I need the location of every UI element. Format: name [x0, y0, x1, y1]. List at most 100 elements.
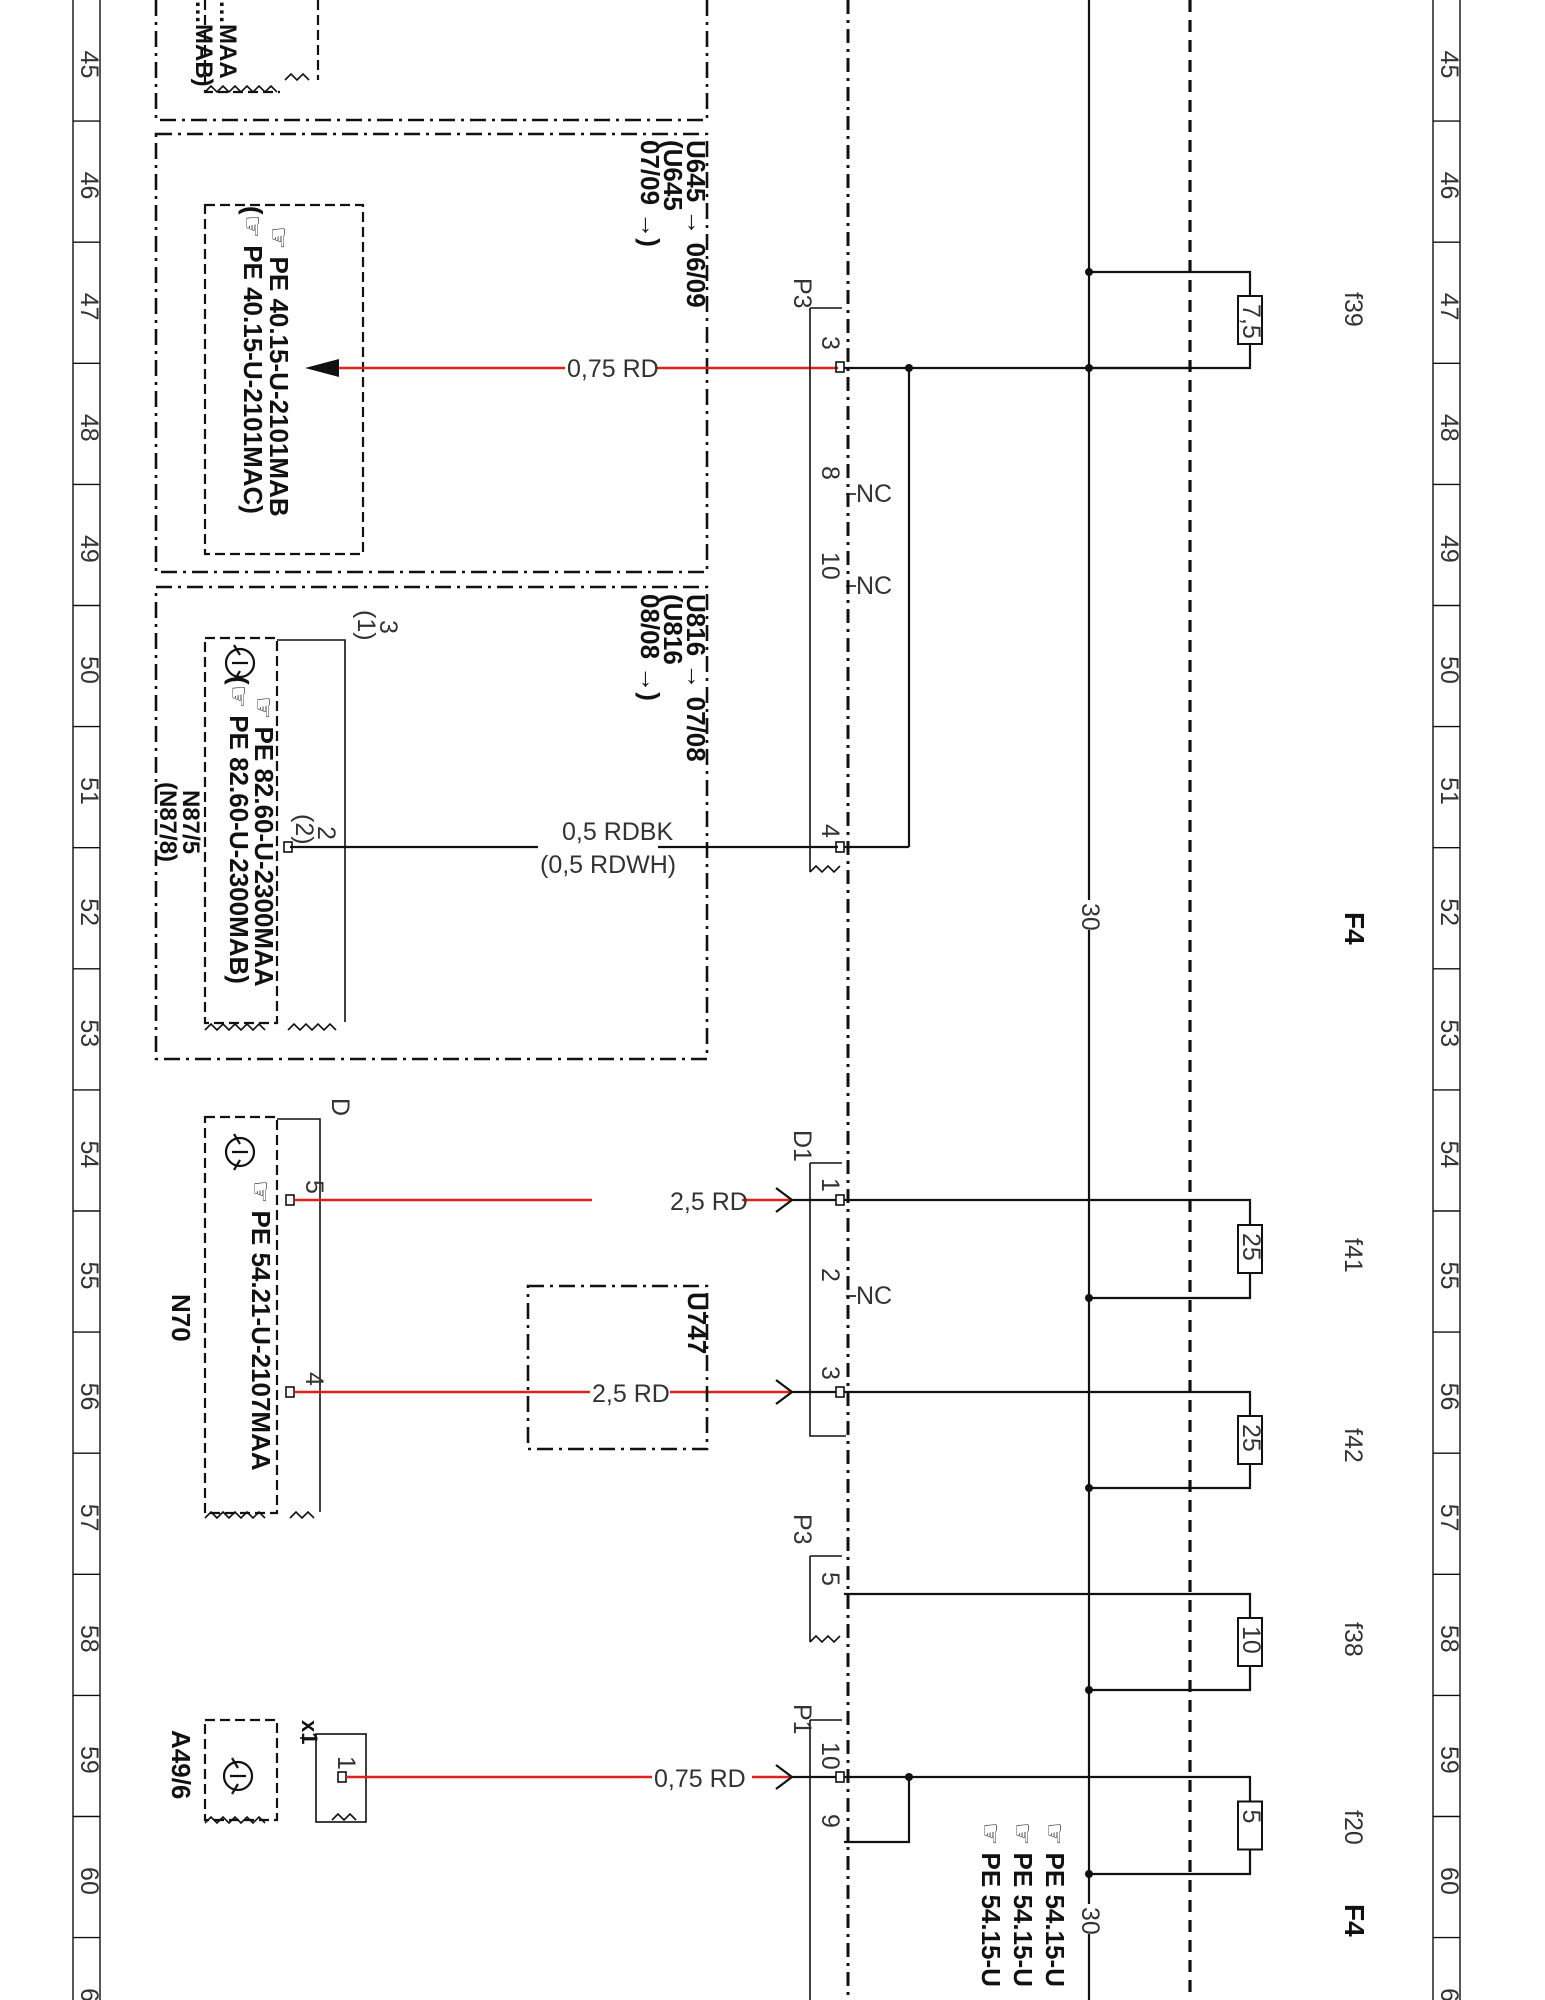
pe-8260-b: (☞ PE 82.60-U-2300MAB) — [224, 676, 254, 984]
nc-pin8: NC — [856, 480, 892, 508]
fuse-f41-label: f41 — [1339, 1238, 1367, 1273]
fuse-f20-label: f20 — [1339, 1810, 1367, 1845]
fuse-f39: 7,5 — [1085, 270, 1265, 372]
pin-10-p3: 10 — [816, 552, 844, 580]
pin-9-p1: 9 — [816, 1814, 844, 1828]
n70-label: N70 — [166, 1294, 196, 1342]
p3-label-bottom: P3 — [788, 1514, 816, 1545]
pin-2b-n87: (2) — [290, 814, 318, 845]
bus-30-label-b: 30 — [1076, 1907, 1104, 1935]
fuse-f42: 25 — [1085, 1390, 1265, 1492]
pe-4015-a: ☞ PE 40.15-U-2101MAB — [264, 226, 294, 517]
grid-row-label: 60 — [75, 1867, 103, 1895]
fuse-box-f4-label-b: F4 — [1339, 1904, 1370, 1937]
n87-label-b: (N87/8) — [154, 782, 181, 862]
fuse-f42-label: f42 — [1339, 1428, 1367, 1463]
pin-1-x1: 1 — [332, 1756, 360, 1770]
grid-row-label: 49 — [75, 535, 103, 563]
pin-2-d1: 2 — [816, 1268, 844, 1282]
top-module-label-2: …MAB) — [190, 0, 217, 87]
pe-5421: ☞ PE 54.21-U-2107MAA — [246, 1180, 276, 1471]
grid-row-label: 51 — [75, 777, 103, 805]
fuse-f41: 25 — [1085, 1198, 1265, 1302]
pin-10-p1: 10 — [816, 1742, 844, 1770]
u645-sub1: (U645 — [658, 140, 688, 211]
transistor-icon-a49 — [222, 1757, 254, 1795]
cond-05-rdwh: (0,5 RDWH) — [540, 851, 676, 879]
u747-label: U747 — [682, 1292, 712, 1354]
fuse-rating: 7,5 — [1237, 304, 1265, 339]
pin-5-p3: 5 — [816, 1572, 844, 1586]
pin-3-p3: 3 — [816, 336, 844, 350]
grid-row-label: 54 — [75, 1140, 103, 1168]
grid-row-label: 47 — [1435, 293, 1463, 321]
pin-4-n70: 4 — [300, 1372, 328, 1386]
pe-5415-a: ☞ PE 54.15-U — [1040, 1822, 1070, 1987]
nc-pin10: NC — [856, 572, 892, 600]
fuse-rating: 25 — [1237, 1233, 1265, 1261]
grid-row-label: 60 — [1435, 1867, 1463, 1895]
grid-row-label: 50 — [1435, 656, 1463, 684]
fuse-rating: 10 — [1237, 1626, 1265, 1654]
fuse-f39-label: f39 — [1339, 292, 1367, 327]
grid-row-label: 46 — [1435, 172, 1463, 200]
connector-p1 — [775, 1719, 1190, 2000]
connector-p3-top — [809, 307, 1190, 874]
grid-row-label: 49 — [1435, 535, 1463, 563]
grid-row-label: 54 — [1435, 1140, 1463, 1168]
cond-05-rdbk: 0,5 RDBK — [562, 818, 673, 846]
pin-1-n87: (1) — [352, 610, 380, 641]
cond-075-rd-a: 0,75 RD — [567, 355, 659, 383]
u645-title: U645 → 06/09 — [681, 140, 711, 308]
top-module-box — [154, 0, 709, 122]
pin-3-d1: 3 — [816, 1366, 844, 1380]
grid-row-label: 56 — [1435, 1383, 1463, 1411]
grid-row-label: 58 — [1435, 1625, 1463, 1653]
p1-label: P1 — [788, 1704, 816, 1735]
grid-row-label: 53 — [1435, 1019, 1463, 1047]
pe-8260-a: ☞ PE 82.60-U-2300MAA — [249, 696, 279, 987]
x1-label: x1 — [297, 1720, 322, 1744]
a49-label: A49/6 — [166, 1730, 196, 1799]
grid-row-label: 45 — [75, 51, 103, 79]
pin-1-d1: 1 — [816, 1178, 844, 1192]
pe-5415-b: ☞ PE 54.15-U — [1008, 1822, 1038, 1987]
pin-4-p3: 4 — [816, 824, 844, 838]
grid-row-label: 57 — [1435, 1504, 1463, 1532]
top-module-label: …MAA — [214, 0, 241, 79]
grid-row-label: 61 — [1435, 1988, 1463, 2000]
cond-25-rd-a: 2,5 RD — [670, 1188, 748, 1216]
grid-row-label: 52 — [1435, 898, 1463, 926]
transistor-icon-n87 — [224, 644, 256, 682]
pin-2-n87: 2 — [312, 826, 340, 840]
n87-label-a: N87/5 — [177, 790, 204, 854]
grid-row-label: 50 — [75, 656, 103, 684]
fuse-f38: 10 — [1085, 1592, 1265, 1694]
grid-row-label: 55 — [75, 1262, 103, 1290]
grid-row-label: 51 — [1435, 777, 1463, 805]
cond-075-rd-b: 0,75 RD — [654, 1765, 746, 1793]
pin-8-p3: 8 — [816, 466, 844, 480]
fuse-box-f4-label-a: F4 — [1339, 912, 1370, 945]
bus-30-label-a: 30 — [1076, 903, 1104, 931]
fuse-rating: 5 — [1237, 1810, 1265, 1824]
fuse-f20: 5 — [1085, 1775, 1265, 1878]
d1-label: D1 — [788, 1130, 816, 1162]
pin-5-n70: 5 — [300, 1180, 328, 1194]
grid-row-label: 45 — [1435, 51, 1463, 79]
d-label-n70: D — [326, 1098, 354, 1116]
left-grid-ruler — [72, 0, 101, 2000]
cond-25-rd-b: 2,5 RD — [592, 1380, 670, 1408]
connector-p3-bottom — [809, 1555, 1190, 1644]
grid-row-label: 55 — [1435, 1262, 1463, 1290]
u816-sub2: 08/08 →) — [635, 594, 665, 701]
p3-label-top: P3 — [788, 278, 816, 309]
transistor-icon-n70 — [224, 1133, 256, 1171]
grid-row-label: 61 — [75, 1988, 103, 2000]
pin-3-n87: 3 — [374, 620, 402, 634]
connector-d1 — [775, 1162, 1190, 1437]
right-grid-ruler — [1432, 0, 1461, 2000]
grid-row-label: 52 — [75, 898, 103, 926]
